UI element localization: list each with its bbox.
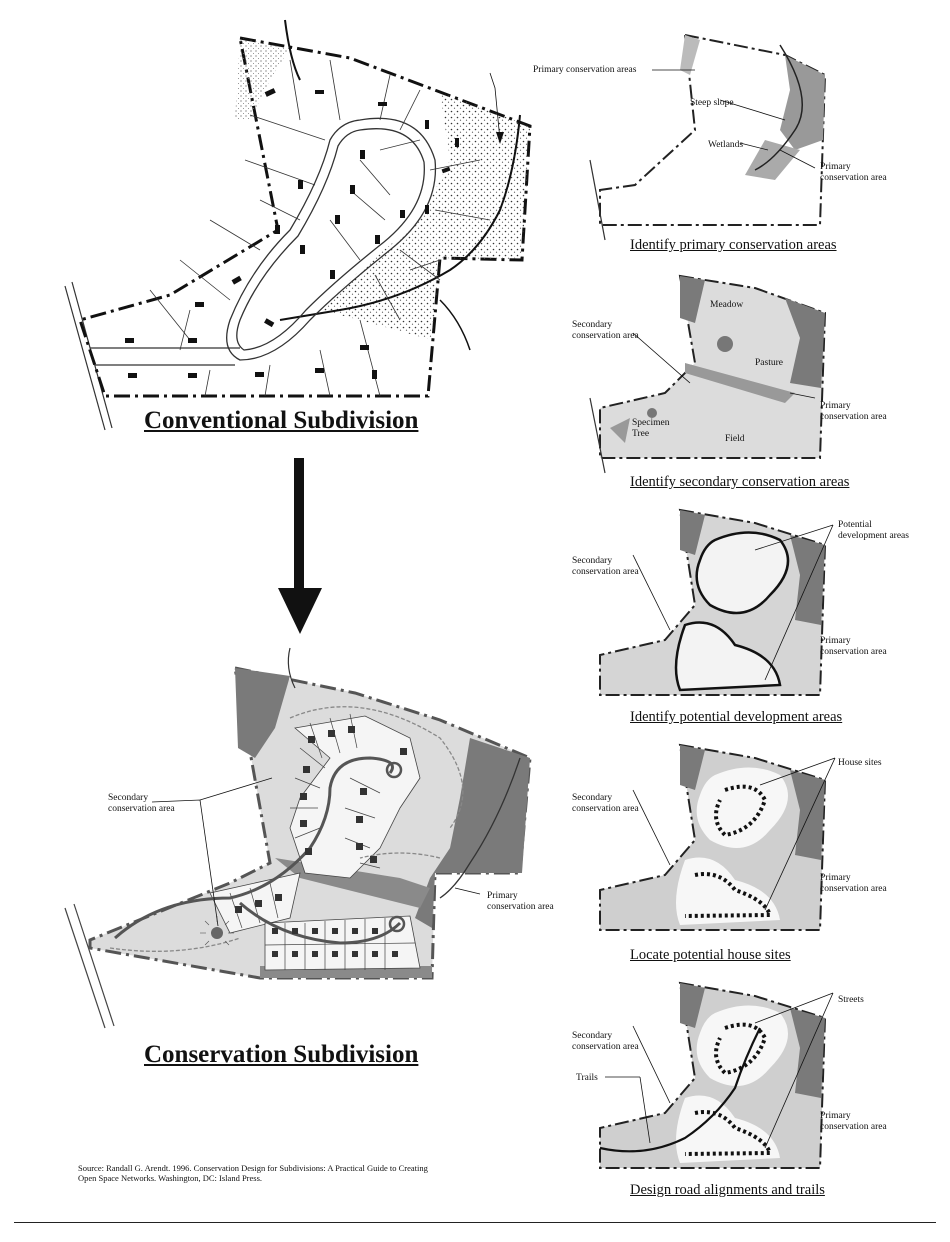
label-house-sites: House sites [838,758,882,768]
step4-title: Locate potential house sites [630,947,791,963]
step2-map [589,274,827,474]
label-wetlands: Wetlands [708,140,744,150]
down-arrow-icon [278,458,322,634]
step1-title: Identify primary conservation areas [630,237,837,253]
label-field: Field [725,434,745,444]
label-meadow: Meadow [710,300,744,310]
step3-title: Identify potential development areas [630,709,843,725]
conventional-subdivision-map [64,19,532,431]
label-pasture: Pasture [755,358,783,368]
conventional-subdivision-title: Conventional Subdivision [144,407,419,434]
step1-map [589,33,827,241]
step2-title: Identify secondary conservation areas [630,474,850,490]
conservation-subdivision-map [64,647,532,1029]
step3-map [599,508,834,696]
label-steep-slope: Steep slope [690,98,734,108]
step5-map [599,981,834,1169]
step4-map [599,743,836,931]
label-streets: Streets [838,995,864,1005]
label-primary-conservation-areas: Primary conservation areas [533,65,637,75]
conservation-subdivision-title: Conservation Subdivision [144,1041,419,1068]
source-citation: Source: Randall G. Arendt. 1996. Conserv… [78,1163,428,1183]
bottom-rule [14,1222,936,1223]
step5-title: Design road alignments and trails [630,1182,825,1198]
label-trails: Trails [576,1073,598,1083]
